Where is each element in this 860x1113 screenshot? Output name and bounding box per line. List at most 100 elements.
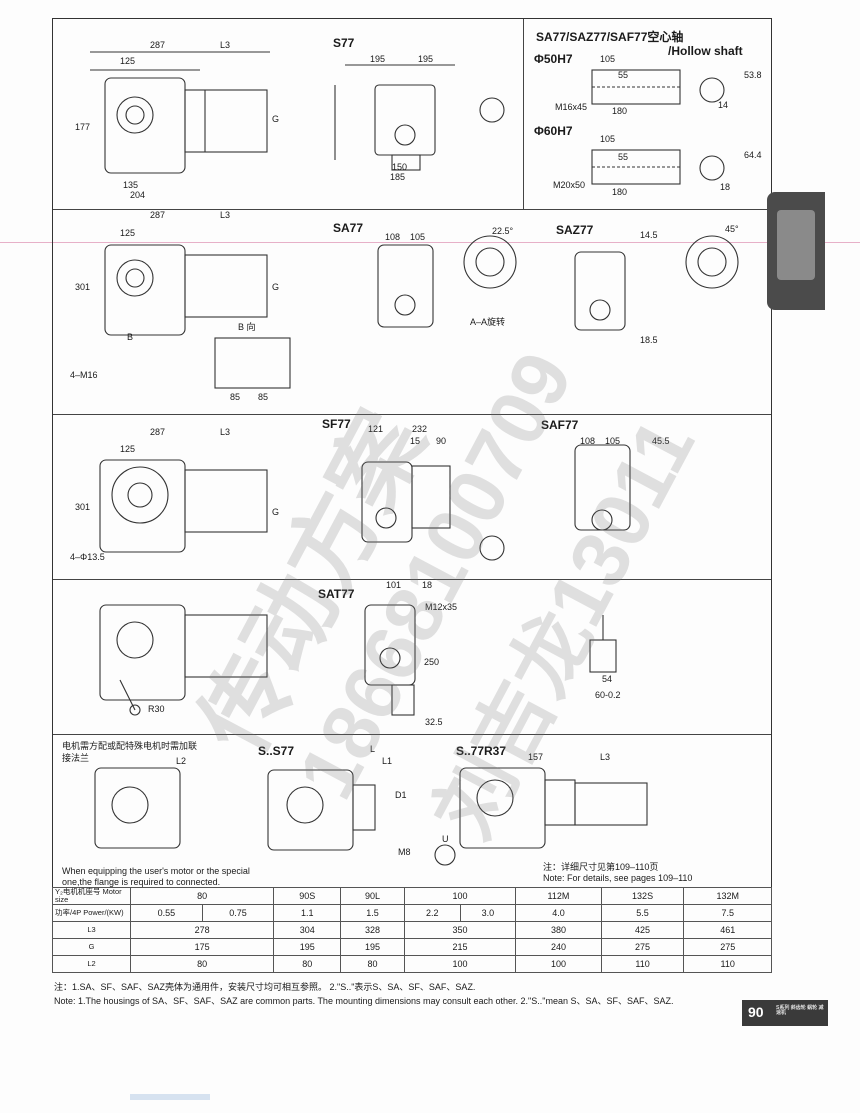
cell: 90S [273, 887, 342, 905]
svg-text:L3: L3 [600, 752, 610, 762]
table-row-l2: L2 80 80 80 100 100 110 110 [52, 955, 772, 973]
svg-text:L3: L3 [220, 210, 230, 220]
title-sa77: SA77 [333, 221, 364, 235]
cell: 195 [340, 938, 405, 956]
footnote-cn: 注：1.SA、SF、SAF、SAZ壳体为通用件，安装尺寸均可相互参照。 2."S… [54, 982, 476, 992]
svg-text:45°: 45° [725, 224, 739, 234]
divider-4 [53, 734, 771, 735]
svg-text:287: 287 [150, 210, 165, 220]
title-saz77: SAZ77 [556, 223, 594, 237]
svg-text:L3: L3 [220, 427, 230, 437]
svg-text:177: 177 [75, 122, 90, 132]
scan-artifact [130, 1094, 210, 1100]
svg-text:B 向: B 向 [238, 321, 256, 332]
divider-2 [53, 414, 771, 415]
svg-text:4–M16: 4–M16 [70, 370, 98, 380]
title-hollow: SA77/SAZ77/SAF77空心轴 [536, 30, 684, 44]
page-number: 90 [748, 1004, 764, 1020]
cell: 110 [600, 955, 685, 973]
svg-text:55: 55 [618, 152, 628, 162]
svg-text:90: 90 [436, 436, 446, 446]
svg-text:125: 125 [120, 228, 135, 238]
svg-text:185: 185 [390, 172, 405, 182]
cell: 100 [515, 955, 602, 973]
cell: 275 [600, 938, 685, 956]
cell: 175 [129, 938, 275, 956]
svg-text:287: 287 [150, 427, 165, 437]
svg-text:R30: R30 [148, 704, 165, 714]
svg-text:B: B [127, 332, 133, 342]
cell: 90L [340, 887, 405, 905]
svg-text:195: 195 [418, 54, 433, 64]
svg-text:157: 157 [528, 752, 543, 762]
svg-text:D1: D1 [395, 790, 407, 800]
row-head-power: 功率/4P Power/(KW) [52, 904, 131, 922]
svg-text:L1: L1 [382, 756, 392, 766]
gearbox-thumbnail-icon [777, 210, 815, 280]
svg-text:250: 250 [424, 657, 439, 667]
row-head-g: G [52, 938, 131, 956]
svg-text:301: 301 [75, 502, 90, 512]
title-s77r37: S..77R37 [456, 744, 507, 758]
detail-note-cn: 注：详细尺寸见第109–110页 [543, 862, 659, 872]
svg-text:M12x35: M12x35 [425, 602, 457, 612]
svg-text:195: 195 [370, 54, 385, 64]
svg-text:180: 180 [612, 187, 627, 197]
svg-text:121: 121 [368, 424, 383, 434]
table-row-l3: L3 278 304 328 350 380 425 461 [52, 921, 772, 939]
cell: 110 [683, 955, 772, 973]
row-head-l3: L3 [52, 921, 131, 939]
svg-text:125: 125 [120, 56, 135, 66]
cell: 275 [683, 938, 772, 956]
hollow-d50: Φ50H7 [534, 52, 573, 66]
svg-text:105: 105 [410, 232, 425, 242]
svg-text:14.5: 14.5 [640, 230, 658, 240]
cell: 1.1 [273, 904, 342, 922]
svg-text:101: 101 [386, 580, 401, 590]
subtitle-hollow: /Hollow shaft [668, 44, 743, 58]
svg-text:150: 150 [392, 162, 407, 172]
svg-text:L3: L3 [220, 40, 230, 50]
hollow-d60: Φ60H7 [534, 124, 573, 138]
svg-text:54: 54 [602, 674, 612, 684]
title-saf77: SAF77 [541, 418, 579, 432]
svg-text:135: 135 [123, 180, 138, 190]
svg-text:18: 18 [720, 182, 730, 192]
cell: 215 [403, 938, 517, 956]
footnote-en: Note: 1.The housings of SA、SF、SAF、SAZ ar… [54, 996, 674, 1006]
svg-text:U: U [442, 834, 449, 844]
divider-v [523, 19, 524, 209]
svg-text:45.5: 45.5 [652, 436, 670, 446]
detail-note-en: Note: For details, see pages 109–110 [543, 873, 693, 883]
svg-text:15: 15 [410, 436, 420, 446]
cell: 132M [683, 887, 772, 905]
cell: 328 [340, 921, 405, 939]
svg-text:53.8: 53.8 [744, 70, 762, 80]
l2-label: L2 [176, 756, 187, 766]
cell: 100 [403, 955, 517, 973]
cell: 112M [515, 887, 602, 905]
svg-text:64.4: 64.4 [744, 150, 762, 160]
equip-note: When equipping the user's motor or the s… [62, 866, 250, 887]
svg-text:G: G [272, 282, 279, 292]
svg-text:M20x50: M20x50 [553, 180, 585, 190]
cell: 195 [273, 938, 342, 956]
svg-text:287: 287 [150, 40, 165, 50]
flange-note: 电机需方配或配特殊电机时需加联接法兰 [62, 741, 198, 763]
svg-text:232: 232 [412, 424, 427, 434]
cell: 1.5 [340, 904, 405, 922]
cell: 461 [683, 921, 772, 939]
svg-text:14: 14 [718, 100, 728, 110]
cell: 425 [600, 921, 685, 939]
spec-table: Y₂电机机座号 Motor size 80 90S 90L 100 112M 1… [52, 887, 772, 973]
svg-text:108: 108 [580, 436, 595, 446]
cell: 7.5 [683, 904, 772, 922]
svg-text:108: 108 [385, 232, 400, 242]
svg-text:105: 105 [600, 54, 615, 64]
divider-3 [53, 579, 771, 580]
svg-text:60-0.2: 60-0.2 [595, 690, 621, 700]
cell: 100 [403, 887, 517, 905]
page-tab-small-text: S系列 斜齿轮 蜗轮 减速机 [776, 1005, 824, 1016]
svg-text:M16x45: M16x45 [555, 102, 587, 112]
